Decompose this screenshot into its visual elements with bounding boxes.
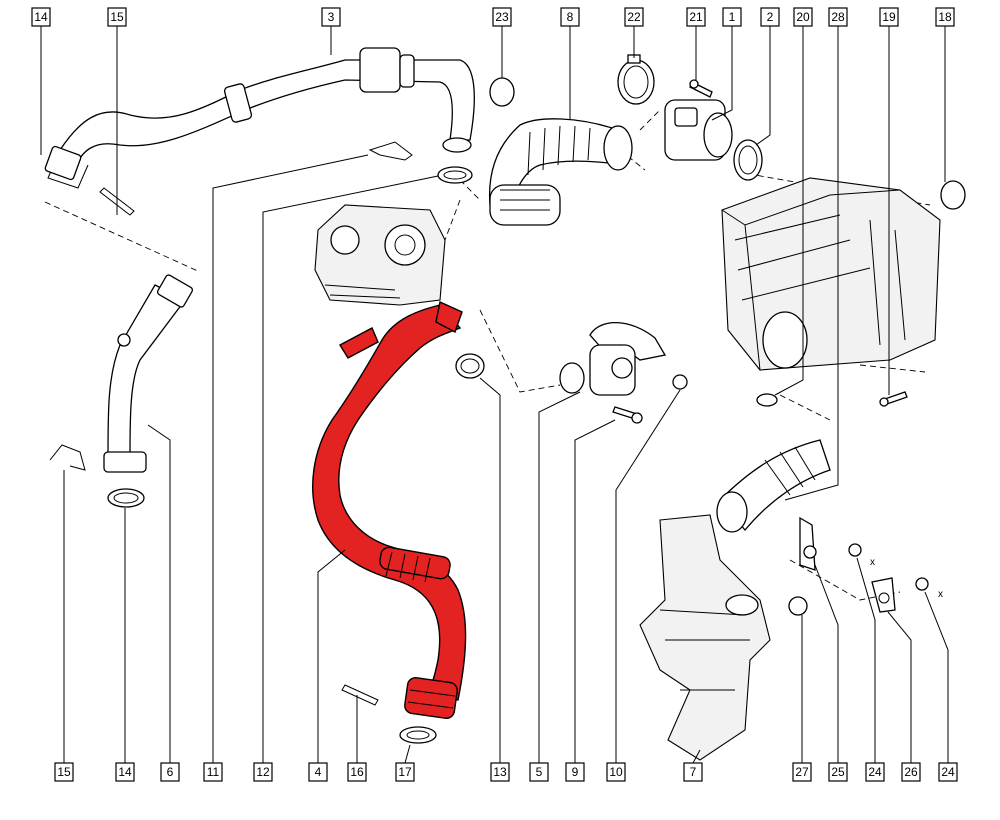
part-air-duct-28 — [716, 439, 831, 533]
part-clip-11 — [368, 141, 413, 161]
svg-text:5: 5 — [536, 765, 543, 779]
svg-text:10: 10 — [609, 765, 623, 779]
part-highlighted-hose-4 — [312, 300, 467, 719]
svg-text:28: 28 — [831, 10, 845, 24]
svg-text:6: 6 — [167, 765, 174, 779]
svg-text:27: 27 — [795, 765, 809, 779]
part-clip-16 — [341, 684, 379, 706]
part-nut-10 — [672, 374, 688, 390]
svg-text:13: 13 — [493, 765, 507, 779]
svg-text:8: 8 — [567, 10, 574, 24]
part-hose-clamp-22 — [617, 54, 655, 105]
svg-text:15: 15 — [110, 10, 124, 24]
svg-text:2: 2 — [767, 10, 774, 24]
svg-text:17: 17 — [398, 765, 412, 779]
callout-24-b: 24 — [938, 762, 958, 782]
callout-14-top: 14 — [31, 7, 51, 27]
leader-lines — [40, 26, 949, 764]
svg-text:9: 9 — [572, 765, 579, 779]
callout-21: 21 — [686, 7, 706, 27]
part-nut-24 — [848, 543, 929, 591]
part-oring-12 — [437, 166, 473, 184]
part-oring-17 — [399, 726, 437, 744]
callout-13: 13 — [490, 762, 510, 782]
part-washer-27 — [788, 596, 808, 616]
part-clip-15-upper — [99, 187, 135, 216]
svg-text:24: 24 — [941, 765, 955, 779]
part-clip-15-lower — [49, 444, 86, 471]
callout-14-bottom: 14 — [115, 762, 135, 782]
callout-27: 27 — [792, 762, 812, 782]
callout-23: 23 — [492, 7, 512, 27]
callout-16: 16 — [347, 762, 367, 782]
part-washer-20 — [756, 393, 778, 407]
svg-text:15: 15 — [57, 765, 71, 779]
svg-text:24: 24 — [868, 765, 882, 779]
part-airflow-meter — [664, 99, 733, 161]
callout-15-top: 15 — [107, 7, 127, 27]
svg-text:26: 26 — [904, 765, 918, 779]
part-seal-2 — [733, 139, 763, 181]
part-bracket-25 — [799, 516, 817, 571]
part-bolt-19 — [879, 391, 908, 407]
svg-text:21: 21 — [689, 10, 703, 24]
part-intake-hose — [488, 77, 633, 226]
svg-text:14: 14 — [118, 765, 132, 779]
part-turbo-housing — [314, 204, 446, 306]
svg-text:11: 11 — [207, 765, 220, 779]
callout-4: 4 — [308, 762, 328, 782]
callout-28: 28 — [828, 7, 848, 27]
callout-3: 3 — [321, 7, 341, 27]
svg-text:22: 22 — [627, 10, 641, 24]
callout-24-a: 24 — [865, 762, 885, 782]
callout-7: 7 — [683, 762, 703, 782]
part-clamp-13 — [455, 353, 485, 379]
svg-text:1: 1 — [729, 10, 736, 24]
callout-15-bottom: 15 — [54, 762, 74, 782]
callout-22: 22 — [624, 7, 644, 27]
callout-20: 20 — [793, 7, 813, 27]
svg-text:16: 16 — [350, 765, 364, 779]
svg-text:12: 12 — [256, 765, 270, 779]
mark-x-2: x — [938, 589, 943, 600]
svg-text:18: 18 — [938, 10, 952, 24]
callout-1: 1 — [722, 7, 742, 27]
svg-text:7: 7 — [690, 765, 697, 779]
callout-9: 9 — [565, 762, 585, 782]
callout-10: 10 — [606, 762, 626, 782]
svg-text:23: 23 — [495, 10, 509, 24]
callout-2: 2 — [760, 7, 780, 27]
part-resonator-7 — [639, 514, 771, 761]
callout-25: 25 — [828, 762, 848, 782]
part-pipe-6 — [103, 274, 194, 473]
callout-6: 6 — [160, 762, 180, 782]
callout-12: 12 — [253, 762, 273, 782]
callout-18: 18 — [935, 7, 955, 27]
callout-8: 8 — [560, 7, 580, 27]
part-bracket-26 — [871, 577, 896, 613]
svg-text:25: 25 — [831, 765, 845, 779]
part-air-filter-housing — [721, 177, 966, 371]
callout-19: 19 — [879, 7, 899, 27]
part-oring-14-lower — [107, 488, 145, 508]
svg-text:19: 19 — [882, 10, 896, 24]
callout-17: 17 — [395, 762, 415, 782]
svg-text:14: 14 — [34, 10, 48, 24]
callout-11: 11 — [203, 762, 223, 782]
part-screw-21 — [689, 79, 713, 98]
callout-26: 26 — [901, 762, 921, 782]
svg-text:20: 20 — [796, 10, 810, 24]
part-thermostat-housing-5 — [559, 321, 667, 396]
svg-text:3: 3 — [328, 10, 335, 24]
svg-text:4: 4 — [315, 765, 322, 779]
callout-5: 5 — [529, 762, 549, 782]
mark-x-1: x — [870, 557, 875, 568]
part-air-pipe-upper — [44, 47, 475, 189]
part-bolt-9 — [612, 406, 643, 424]
